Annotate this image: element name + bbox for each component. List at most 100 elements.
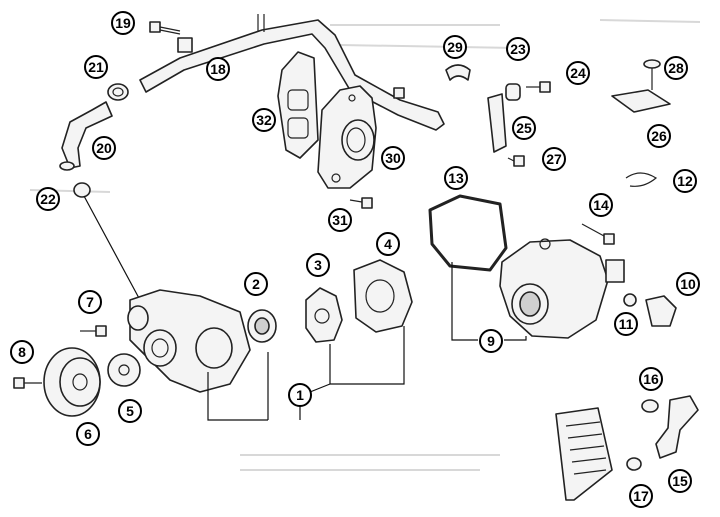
callout-label: 21 [88, 59, 104, 75]
hose-clamp-part-22 [73, 182, 91, 198]
washer-part-11 [623, 293, 637, 307]
throttle-body-part-9 [499, 238, 625, 339]
callout-label: 31 [332, 212, 348, 228]
callout-21: 21 [84, 55, 108, 79]
callout-20: 20 [92, 136, 116, 160]
callout-16: 16 [639, 367, 663, 391]
callout-22: 22 [36, 187, 60, 211]
callout-label: 6 [84, 426, 92, 442]
pulley-part-6 [43, 347, 101, 417]
callout-label: 23 [510, 41, 526, 57]
callout-label: 26 [651, 128, 667, 144]
callout-label: 13 [448, 170, 464, 186]
callout-7: 7 [78, 290, 102, 314]
clip-part-29 [445, 64, 471, 81]
callout-9: 9 [479, 329, 503, 353]
callout-label: 22 [40, 191, 56, 207]
callout-label: 29 [447, 39, 463, 55]
oil-cooler [555, 407, 613, 501]
callout-2: 2 [244, 272, 268, 296]
callout-label: 18 [210, 61, 226, 77]
callout-19: 19 [111, 11, 135, 35]
callout-15: 15 [668, 469, 692, 493]
callout-12: 12 [673, 169, 697, 193]
callout-label: 14 [593, 197, 609, 213]
callout-28: 28 [664, 56, 688, 80]
callout-8: 8 [10, 340, 34, 364]
callout-14: 14 [589, 193, 613, 217]
callout-17: 17 [629, 484, 653, 508]
coolant-pipe-part-18 [139, 14, 445, 131]
hose-clamp-part-21 [107, 83, 129, 101]
callout-6: 6 [76, 422, 100, 446]
callout-3: 3 [306, 253, 330, 277]
bracket-leader-9 [451, 262, 527, 341]
bolt-part-8 [13, 377, 42, 389]
screw-part-28 [643, 59, 661, 90]
clamp-part-16 [641, 399, 659, 413]
clamp-part-23 [505, 83, 521, 101]
callout-26: 26 [647, 124, 671, 148]
callout-25: 25 [512, 116, 536, 140]
callout-10: 10 [676, 272, 700, 296]
callout-label: 5 [126, 403, 134, 419]
callout-13: 13 [444, 166, 468, 190]
callout-31: 31 [328, 208, 352, 232]
callout-label: 10 [680, 276, 696, 292]
cover-plate-part-4 [353, 259, 413, 333]
callout-27: 27 [542, 147, 566, 171]
callout-label: 32 [256, 112, 272, 128]
hub-part-5 [107, 353, 141, 387]
bolt-part-31 [349, 197, 373, 209]
spring-clip-part-12 [625, 172, 658, 187]
callout-11: 11 [614, 312, 638, 336]
callout-label: 17 [633, 488, 649, 504]
callout-label: 9 [487, 333, 495, 349]
callout-label: 16 [643, 371, 659, 387]
bolt-part-14 [581, 223, 615, 245]
mounting-plate-part-26 [611, 89, 671, 113]
o-ring-part-13 [428, 194, 508, 272]
bolt-part-27 [507, 155, 525, 167]
callout-label: 20 [96, 140, 112, 156]
leader-line-22 [83, 195, 141, 301]
callout-label: 28 [668, 60, 684, 76]
callout-30: 30 [381, 146, 405, 170]
bolt-part-24 [526, 81, 551, 93]
callout-label: 15 [672, 473, 688, 489]
callout-29: 29 [443, 35, 467, 59]
callout-label: 1 [296, 387, 304, 403]
callout-label: 25 [516, 120, 532, 136]
callout-label: 30 [385, 150, 401, 166]
callout-32: 32 [252, 108, 276, 132]
bolt-part-19 [149, 21, 181, 35]
thermostat-housing-part-30 [317, 85, 377, 189]
callout-label: 27 [546, 151, 562, 167]
hose-part-15 [655, 395, 699, 459]
callout-23: 23 [506, 37, 530, 61]
bracket-part-25 [487, 93, 507, 153]
callout-label: 4 [384, 236, 392, 252]
callout-label: 12 [677, 173, 693, 189]
callout-label: 7 [86, 294, 94, 310]
callout-label: 19 [115, 15, 131, 31]
sensor-part-10 [645, 295, 677, 327]
callout-24: 24 [566, 61, 590, 85]
water-pump-assembly [127, 289, 251, 393]
callout-label: 8 [18, 344, 26, 360]
gasket-part-3 [305, 287, 343, 343]
callout-18: 18 [206, 57, 230, 81]
callout-1: 1 [288, 383, 312, 407]
callout-label: 3 [314, 257, 322, 273]
callout-4: 4 [376, 232, 400, 256]
callout-label: 24 [570, 65, 586, 81]
gasket-part-32 [277, 51, 319, 159]
callout-5: 5 [118, 399, 142, 423]
seal-part-2 [247, 309, 277, 343]
callout-label: 11 [619, 316, 634, 332]
callout-label: 2 [252, 276, 260, 292]
bolt-part-7 [80, 325, 107, 337]
clamp-part-17 [626, 457, 642, 471]
